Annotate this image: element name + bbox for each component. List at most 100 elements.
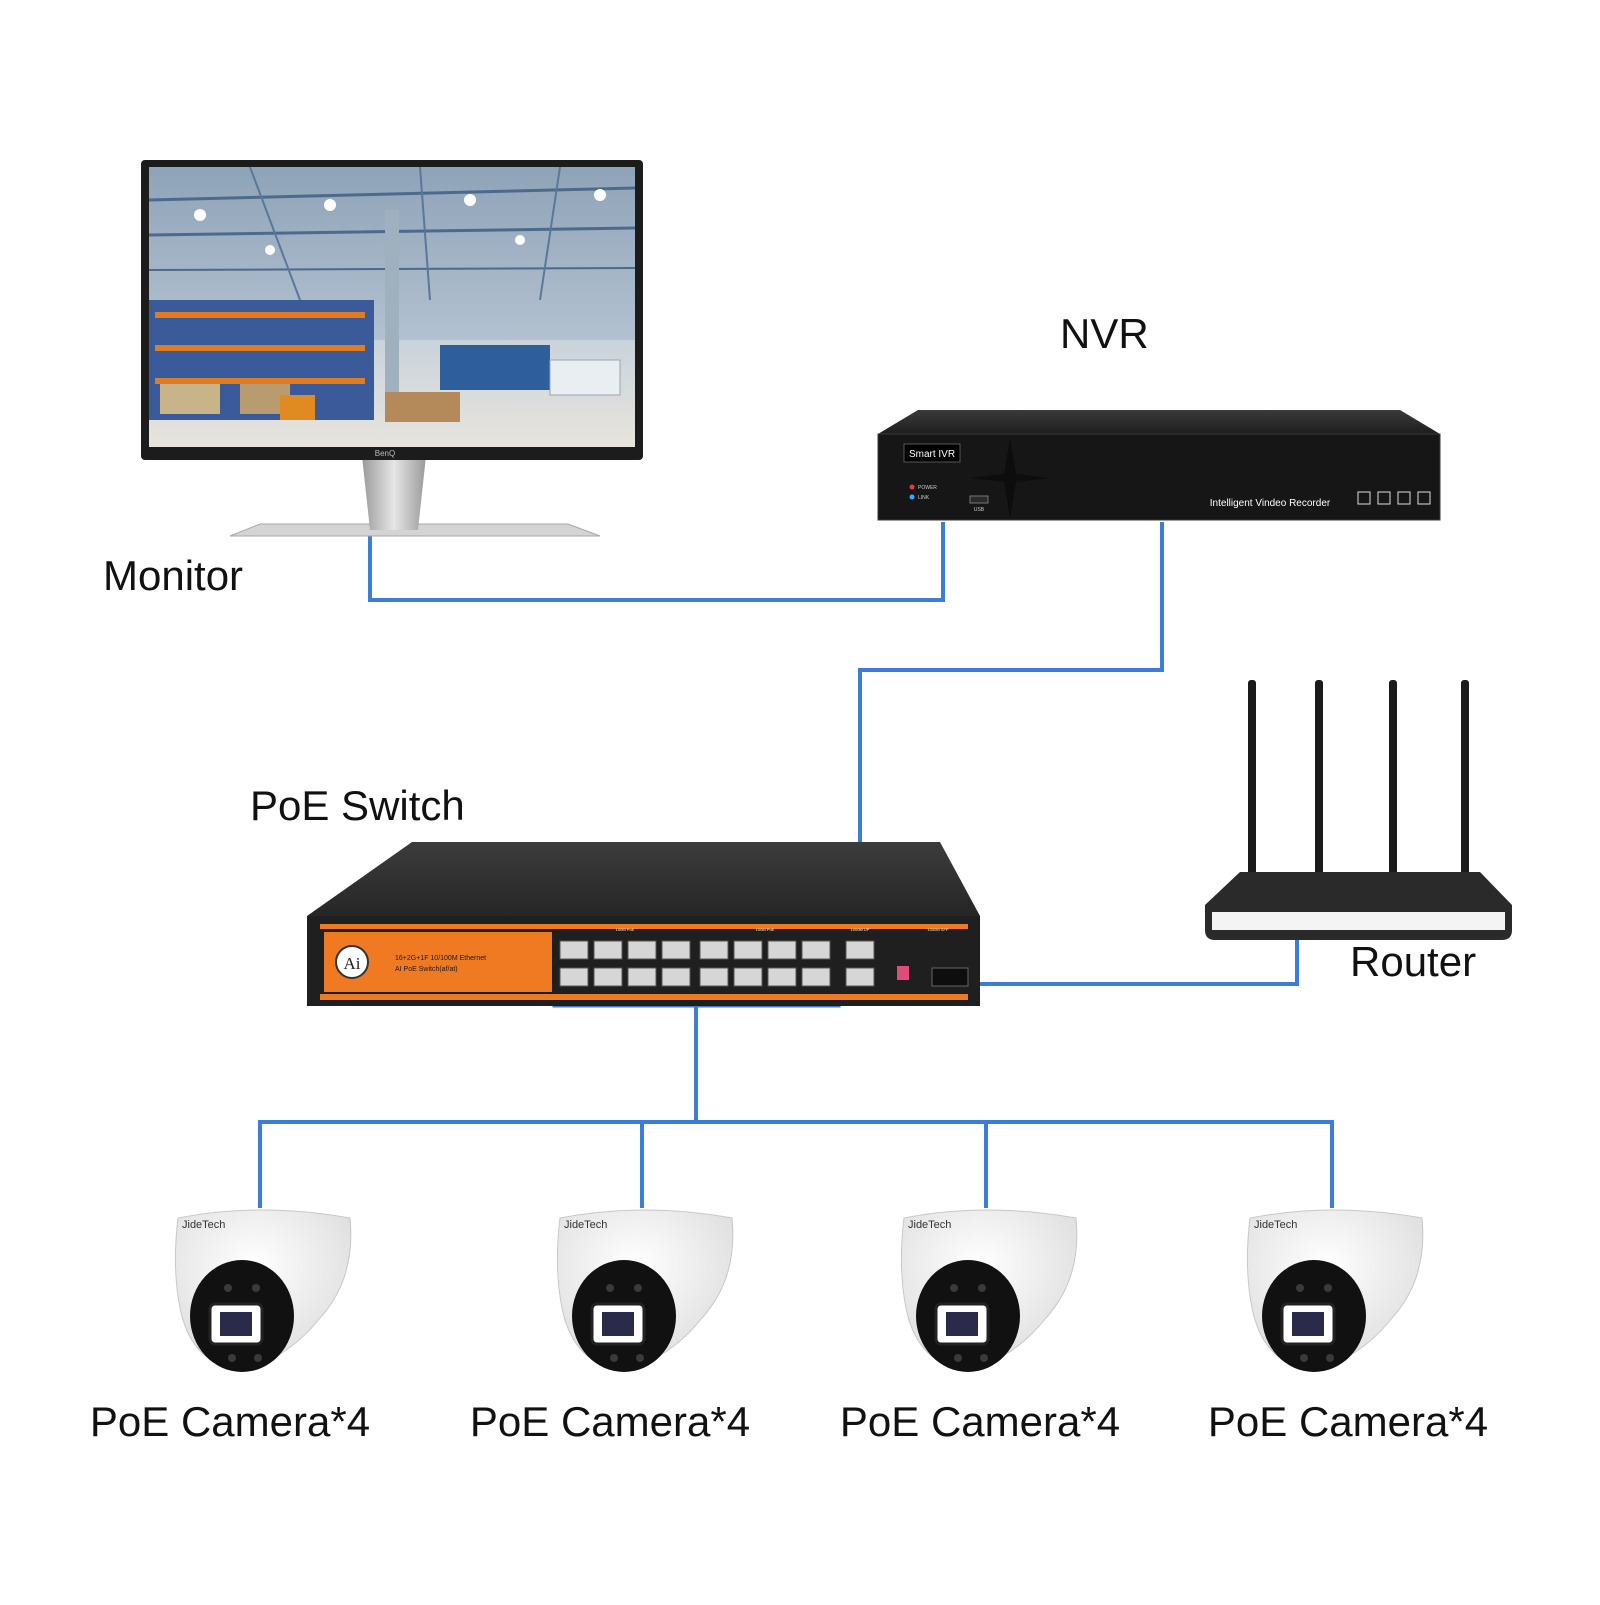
camera-ir-led	[1324, 1284, 1332, 1292]
poe-port	[733, 940, 763, 960]
router-antenna-2	[1315, 680, 1323, 880]
poe-port	[661, 967, 691, 987]
camera-lens-glass	[946, 1312, 978, 1336]
camera-lens-glass	[1292, 1312, 1324, 1336]
label-poe-switch: PoE Switch	[250, 782, 465, 829]
dome-camera: JideTech	[1246, 1209, 1424, 1372]
camera-ir-led	[954, 1354, 962, 1362]
switch-logo: Ai	[344, 954, 361, 973]
nvr-usb-label: USB	[974, 507, 985, 513]
poe-port	[593, 940, 623, 960]
poe-port	[801, 940, 831, 960]
camera-ir-led	[228, 1354, 236, 1362]
switch-desc-2: AI PoE Switch(af/at)	[395, 966, 458, 973]
poe-port	[699, 940, 729, 960]
poe-port	[733, 967, 763, 987]
switch-sfp-port	[931, 967, 969, 987]
poe-port	[559, 940, 589, 960]
switch-uplink: 1000M UP	[851, 927, 870, 932]
switch-dip	[897, 966, 909, 980]
switch-group-1: 100M PoE	[616, 927, 635, 932]
camera-ir-led	[1296, 1284, 1304, 1292]
dome-camera: JideTech	[174, 1209, 352, 1372]
nvr-star	[970, 438, 1050, 518]
nvr-power-led	[909, 484, 915, 490]
cable-nvr-switch	[858, 522, 1164, 936]
router-antenna-4	[1461, 680, 1469, 880]
cameras: JideTech JideTech JideTech JideTech	[174, 1209, 1424, 1372]
poe-port	[699, 967, 729, 987]
camera-ir-led	[1326, 1354, 1334, 1362]
nvr-model: Intelligent Vindeo Recorder	[1210, 498, 1331, 509]
switch-uplink-port-2	[845, 967, 875, 987]
camera-ir-led	[606, 1284, 614, 1292]
poe-port	[767, 940, 797, 960]
cable-monitor-nvr	[368, 522, 945, 602]
camera-ir-led	[634, 1284, 642, 1292]
warehouse-picture	[148, 166, 636, 447]
camera-lens-glass	[220, 1312, 252, 1336]
router-antenna-1	[1248, 680, 1256, 880]
cables	[258, 522, 1334, 1208]
nvr-front	[877, 433, 1441, 521]
switch-orange-lower	[320, 994, 968, 1000]
nvr-link-label: LINK	[918, 495, 930, 501]
switch-ports	[559, 940, 831, 987]
poe-port	[627, 967, 657, 987]
switch-logo-ring	[335, 945, 369, 979]
poe-port	[661, 940, 691, 960]
label-camera-4: PoE Camera*4	[1207, 1398, 1489, 1445]
label-nvr: NVR	[1060, 310, 1149, 357]
poe-port	[627, 940, 657, 960]
label-camera-3: PoE Camera*4	[839, 1398, 1121, 1445]
camera-ir-led	[980, 1354, 988, 1362]
nvr-usb-port	[969, 495, 989, 504]
camera-ir-led	[254, 1354, 262, 1362]
monitor: BenQ	[141, 160, 643, 537]
nvr-top	[878, 410, 1440, 434]
camera-ir-led	[224, 1284, 232, 1292]
dome-camera: JideTech	[900, 1209, 1078, 1372]
camera-brand: JideTech	[1254, 1219, 1297, 1231]
poe-port	[593, 967, 623, 987]
monitor-brand: BenQ	[375, 449, 395, 458]
poe-switch: Ai 16+2G+1F 10/100M Ethernet AI PoE Swit…	[307, 842, 980, 1006]
camera-ir-led	[252, 1284, 260, 1292]
router-antenna-3	[1389, 680, 1397, 880]
router	[1205, 680, 1512, 940]
camera-brand: JideTech	[564, 1219, 607, 1231]
camera-ir-led	[978, 1284, 986, 1292]
nvr-power-label: POWER	[918, 485, 937, 491]
cable-camera-bus	[258, 1120, 1334, 1208]
camera-lens-glass	[602, 1312, 634, 1336]
camera-brand: JideTech	[182, 1219, 225, 1231]
label-router: Router	[1350, 938, 1477, 985]
router-rim	[1212, 912, 1505, 930]
nvr-badge-bg	[903, 443, 961, 463]
switch-sfp: 1000M SFP	[927, 927, 948, 932]
switch-desc-1: 16+2G+1F 10/100M Ethernet	[395, 955, 486, 962]
poe-port	[559, 967, 589, 987]
switch-uplink-port-1	[845, 940, 875, 960]
switch-top	[307, 842, 980, 916]
camera-ir-led	[950, 1284, 958, 1292]
nvr: Smart IVR POWER LINK USB Intelligent Vin…	[877, 410, 1441, 521]
label-camera-2: PoE Camera*4	[469, 1398, 751, 1445]
camera-brand: JideTech	[908, 1219, 951, 1231]
camera-ir-led	[610, 1354, 618, 1362]
camera-ir-led	[636, 1354, 644, 1362]
camera-ir-led	[1300, 1354, 1308, 1362]
switch-group-2: 100M PoE	[756, 927, 775, 932]
monitor-stand	[362, 456, 426, 530]
label-camera-1: PoE Camera*4	[89, 1398, 371, 1445]
dome-camera: JideTech	[556, 1209, 734, 1372]
poe-port	[767, 967, 797, 987]
nvr-feature-icons	[1357, 491, 1431, 505]
cable-router-switch	[858, 940, 1299, 986]
nvr-badge: Smart IVR	[909, 449, 955, 460]
nvr-link-led	[909, 494, 915, 500]
poe-port	[801, 967, 831, 987]
label-monitor: Monitor	[103, 552, 244, 599]
